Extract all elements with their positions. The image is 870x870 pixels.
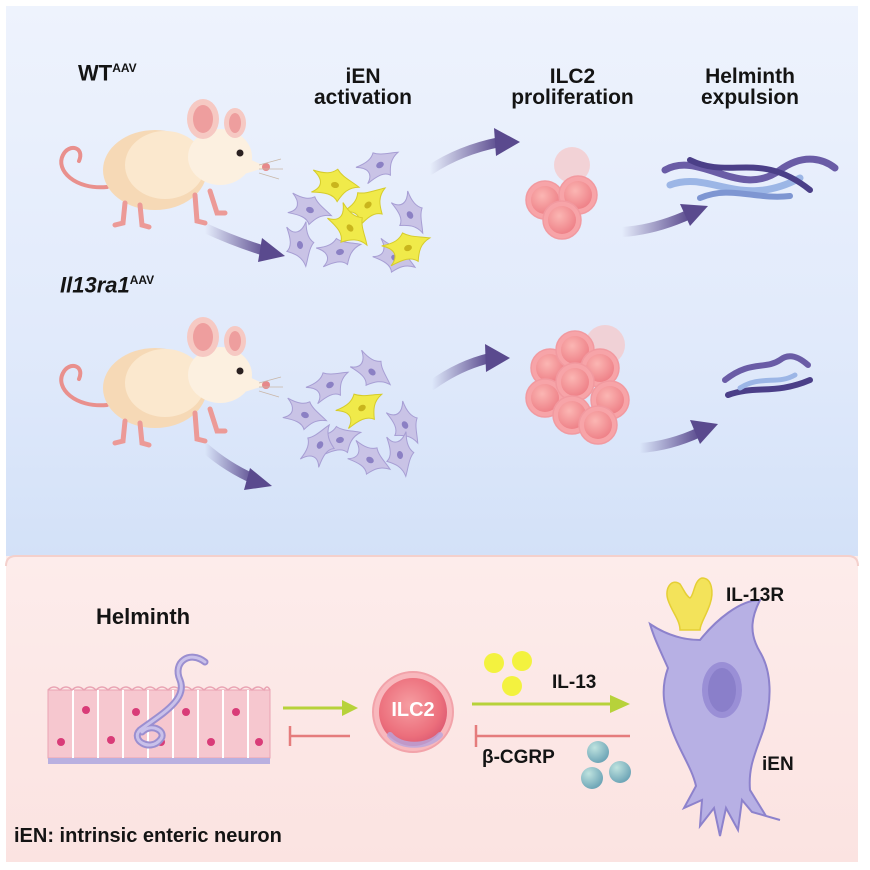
helminth-label: Helminth [96,604,191,629]
activation-arrow-icon [283,700,358,716]
arrow-icon [425,128,520,175]
epithelium [47,686,271,764]
ilc2-cluster-wt [525,147,598,240]
il13r-label: IL-13R [726,585,785,606]
il13-label: IL-13 [552,672,597,693]
arrow-icon [200,223,285,262]
arrow-icon [635,420,718,453]
arrow-icon [427,344,510,390]
arrow-icon [617,204,708,237]
ien-label: iEN [762,754,794,775]
ilc2-label: ILC2 [391,699,435,721]
genotype-il13ra1-label: Il13ra1AAV [60,272,155,298]
helminth-worms-il13ra1-icon [722,353,813,398]
ilc2-cluster-il13ra1 [525,325,630,445]
helminth-worms-wt-icon [661,155,839,201]
ilc2-cell-icon [372,671,454,753]
inhibition-arrow-icon [288,726,350,746]
footnote: iEN: intrinsic enteric neuron [14,825,282,847]
genotype-wt-label: WTAAV [78,60,137,86]
cgrp-molecules-icon [581,741,631,789]
top-panel [6,6,858,556]
cgrp-inhibition-arrow-icon [474,725,630,747]
cgrp-label: β-CGRP [482,747,555,768]
arrow-icon [200,443,272,490]
il13-molecules-icon [484,651,532,696]
il13-activation-arrow-icon [472,695,630,713]
il13r-receptor-icon [666,577,713,631]
ien-neuron-icon [648,598,781,837]
